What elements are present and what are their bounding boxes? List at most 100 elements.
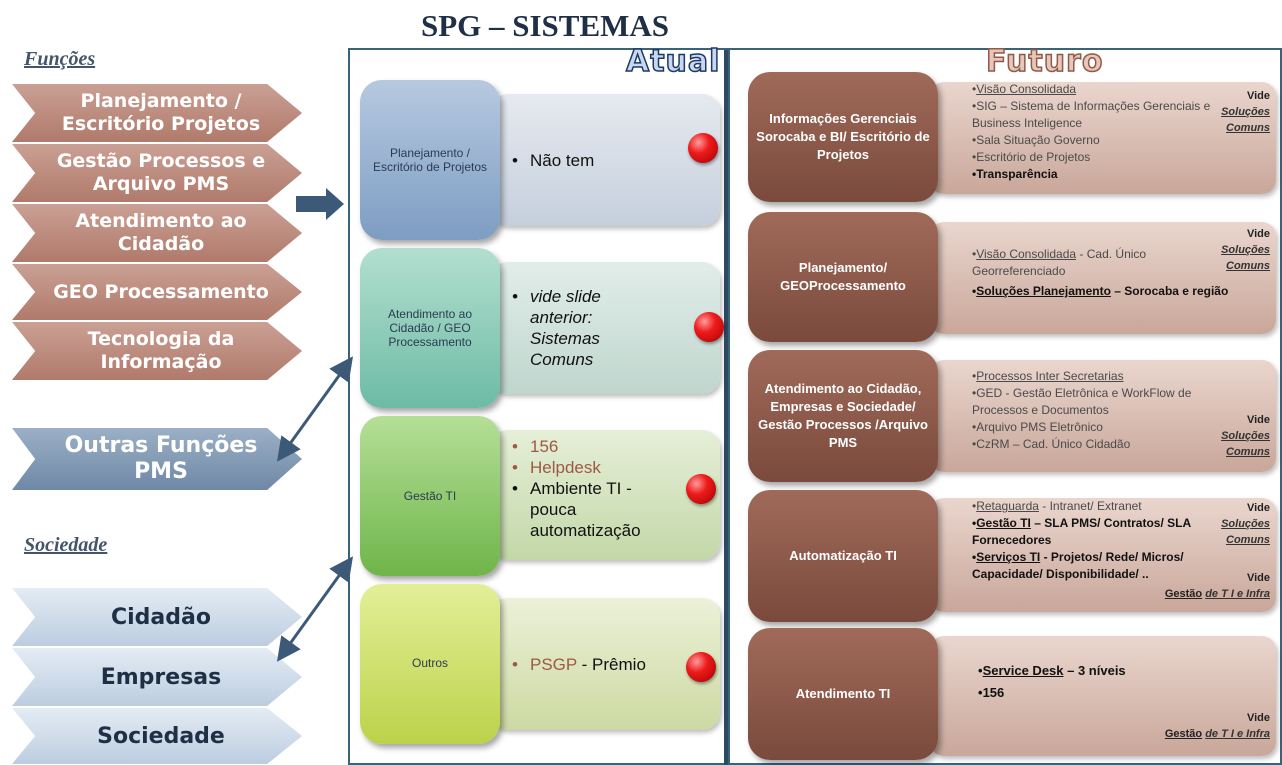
- atual-label-planejamento: Planejamento / Escritório de Projetos: [360, 80, 500, 240]
- futuro-list: •Visão Consolidada - Cad. Único Georrefe…: [972, 247, 1229, 298]
- futuro-list: •Service Desk – 3 níveis •156: [978, 663, 1126, 700]
- atual-item: vide slide anterior: Sistemas Comuns: [512, 286, 664, 370]
- futuro-item: Service Desk: [982, 663, 1064, 678]
- vide-text: Vide: [1246, 712, 1270, 724]
- futuro-item: Gestão TI: [976, 516, 1031, 530]
- atual-item-rest: - Prêmio: [576, 654, 646, 674]
- atual-item: Helpdesk: [512, 457, 664, 478]
- right-arrow-icon: [296, 188, 344, 220]
- futuro-heading: Futuro: [985, 43, 1104, 80]
- vide-text: de T I e Infra: [1205, 728, 1270, 740]
- funcao-chevron-ti: Tecnologia da Informação: [12, 322, 302, 380]
- futuro-item: Sala Situação Governo: [976, 133, 1100, 147]
- atual-box-planejamento: Não tem: [490, 94, 720, 226]
- status-dot-icon: [694, 312, 724, 342]
- futuro-item: - Intranet/ Extranet: [1038, 499, 1142, 513]
- sociedade-chevron-sociedade: Sociedade: [12, 708, 302, 764]
- vide-text: Soluções: [1221, 430, 1270, 442]
- outras-funcoes-chevron: Outras Funções PMS: [12, 428, 302, 490]
- vide-note: Vide Soluções Comuns: [1210, 88, 1270, 136]
- futuro-item: - Projetos/ Rede/ Micros/ Capacidade/ Di…: [972, 550, 1184, 581]
- atual-item: PSGP - Prêmio: [512, 654, 646, 675]
- vide-note: Vide Soluções Comuns: [1200, 500, 1270, 548]
- futuro-item: Serviços TI: [976, 550, 1041, 564]
- vide-text: Soluções: [1221, 518, 1270, 530]
- futuro-label-atendimento: Atendimento ao Cidadão, Empresas e Socie…: [748, 350, 938, 482]
- futuro-item: – 3 níveis: [1063, 663, 1126, 678]
- futuro-item: - Cad. Único Georreferenciado: [972, 247, 1147, 278]
- vide-text: Gestão: [1164, 588, 1203, 600]
- vide-text: Soluções: [1221, 244, 1270, 256]
- futuro-box-automatizacao: •Retaguarda - Intranet/ Extranet •Gestão…: [930, 498, 1276, 612]
- vide-text: Comuns: [1226, 534, 1270, 546]
- double-arrow-icon-outras: [276, 356, 354, 462]
- sociedade-chevron-cidadao: Cidadão: [12, 588, 302, 646]
- futuro-item: CzRM – Cad. Único Cidadão: [976, 437, 1131, 451]
- vide-text: Comuns: [1226, 260, 1270, 272]
- funcao-chevron-atendimento: Atendimento ao Cidadão: [12, 204, 302, 262]
- futuro-item: 156: [982, 685, 1005, 700]
- futuro-item: Arquivo PMS Eletrônico: [976, 420, 1103, 434]
- vide-text: Vide: [1246, 90, 1270, 102]
- futuro-box-atendimento: •Processos Inter Secretarias •GED - Gest…: [930, 360, 1276, 472]
- atual-item-tan: PSGP: [530, 654, 577, 674]
- futuro-item: Visão Consolidada: [976, 82, 1077, 96]
- atual-item: Ambiente TI - pouca automatização: [512, 478, 664, 541]
- futuro-item: Retaguarda: [976, 499, 1039, 513]
- vide-text: Vide: [1246, 502, 1270, 514]
- atual-label-outros: Outros: [360, 584, 500, 744]
- vide-text: Soluções: [1221, 106, 1270, 118]
- double-arrow-icon-sociedade: [276, 556, 354, 662]
- futuro-item: Soluções Planejamento: [976, 284, 1111, 298]
- vide-note: Vide Gestão de T I e Infra: [1120, 710, 1270, 742]
- atual-box-outros: PSGP - Prêmio: [490, 598, 720, 730]
- futuro-item: – Sorocaba e região: [1110, 284, 1229, 298]
- futuro-item: GED - Gestão Eletrônica e WorkFlow de Pr…: [972, 386, 1192, 417]
- funcoes-label: Funções: [24, 48, 96, 70]
- futuro-item: – SLA PMS/ Contratos/ SLA Fornecedores: [972, 516, 1191, 547]
- futuro-box-planejamento: •Visão Consolidada - Cad. Único Georrefe…: [930, 222, 1276, 334]
- futuro-panel-frame: [728, 48, 1282, 765]
- futuro-box-informacoes: •Visão Consolidada •SIG – Sistema de Inf…: [930, 82, 1276, 194]
- atual-heading: Atual: [625, 43, 721, 80]
- futuro-item: Processos Inter Secretarias: [976, 369, 1124, 383]
- vide-note: Vide Soluções Comuns: [1210, 226, 1270, 274]
- sociedade-chevron-empresas: Empresas: [12, 648, 302, 706]
- atual-label-atendimento: Atendimento ao Cidadão / GEO Processamen…: [360, 248, 500, 408]
- atual-item: 156: [512, 436, 664, 457]
- atual-box-gestao-ti: 156 Helpdesk Ambiente TI - pouca automat…: [490, 430, 720, 560]
- vide-text: Vide: [1246, 228, 1270, 240]
- vide-text: Vide: [1246, 572, 1270, 584]
- status-dot-icon: [686, 474, 716, 504]
- atual-item: Não tem: [512, 150, 594, 171]
- funcao-chevron-gestao-processos: Gestão Processos e Arquivo PMS: [12, 144, 302, 202]
- sociedade-label: Sociedade: [24, 534, 108, 556]
- vide-text: Gestão: [1164, 728, 1203, 740]
- page-title: SPG – SISTEMAS: [420, 8, 670, 43]
- futuro-item: Visão Consolidada: [976, 247, 1077, 261]
- vide-text: Comuns: [1226, 122, 1270, 134]
- vide-note: Vide Gestão de T I e Infra: [1130, 570, 1270, 602]
- futuro-item: SIG – Sistema de Informações Gerenciais …: [972, 99, 1211, 130]
- funcao-chevron-planejamento: Planejamento / Escritório Projetos: [12, 84, 302, 142]
- futuro-list: •Processos Inter Secretarias •GED - Gest…: [972, 369, 1192, 451]
- vide-note: Vide Soluções Comuns: [1210, 412, 1270, 460]
- vide-text: Vide: [1246, 414, 1270, 426]
- status-dot-icon: [686, 652, 716, 682]
- futuro-label-automatizacao: Automatização TI: [748, 490, 938, 622]
- vide-text: de T I e Infra: [1205, 588, 1270, 600]
- panel-divider: [724, 50, 728, 765]
- atual-box-atendimento: vide slide anterior: Sistemas Comuns: [490, 262, 720, 394]
- atual-label-gestao-ti: Gestão TI: [360, 416, 500, 576]
- vide-text: Comuns: [1226, 446, 1270, 458]
- futuro-box-atendimento-ti: •Service Desk – 3 níveis •156 Vide Gestã…: [930, 636, 1276, 756]
- futuro-list: •Visão Consolidada •SIG – Sistema de Inf…: [972, 82, 1211, 181]
- futuro-label-informacoes: Informações Gerenciais Sorocaba e BI/ Es…: [748, 72, 938, 202]
- futuro-item: Transparência: [976, 167, 1058, 181]
- futuro-label-planejamento: Planejamento/ GEOProcessamento: [748, 212, 938, 342]
- futuro-label-atendimento-ti: Atendimento TI: [748, 628, 938, 760]
- futuro-item: Escritório de Projetos: [976, 150, 1091, 164]
- futuro-list: •Retaguarda - Intranet/ Extranet •Gestão…: [972, 499, 1191, 581]
- status-dot-icon: [688, 133, 718, 163]
